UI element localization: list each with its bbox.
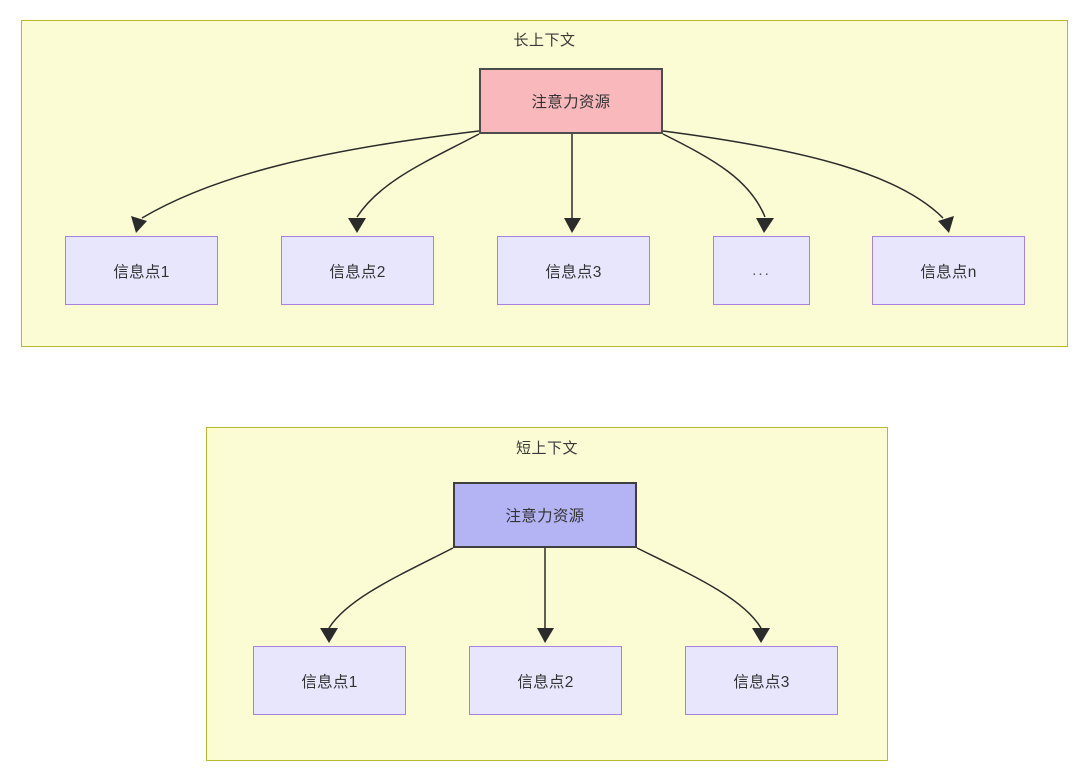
node-short-info-point-2[interactable]: 信息点2: [469, 646, 622, 715]
group-long-context-title: 长上下文: [513, 32, 576, 49]
node-info-point-n[interactable]: 信息点n: [872, 236, 1025, 305]
node-short-info-point-3[interactable]: 信息点3: [685, 646, 838, 715]
node-short-info-point-1[interactable]: 信息点1: [253, 646, 406, 715]
node-info-point-ellipsis[interactable]: ...: [713, 236, 810, 305]
node-info-point-2[interactable]: 信息点2: [281, 236, 434, 305]
node-info-point-3[interactable]: 信息点3: [497, 236, 650, 305]
node-attention-long[interactable]: 注意力资源: [479, 68, 663, 134]
node-attention-short[interactable]: 注意力资源: [453, 482, 637, 548]
node-info-point-1[interactable]: 信息点1: [65, 236, 218, 305]
group-short-context-title: 短上下文: [515, 440, 578, 457]
